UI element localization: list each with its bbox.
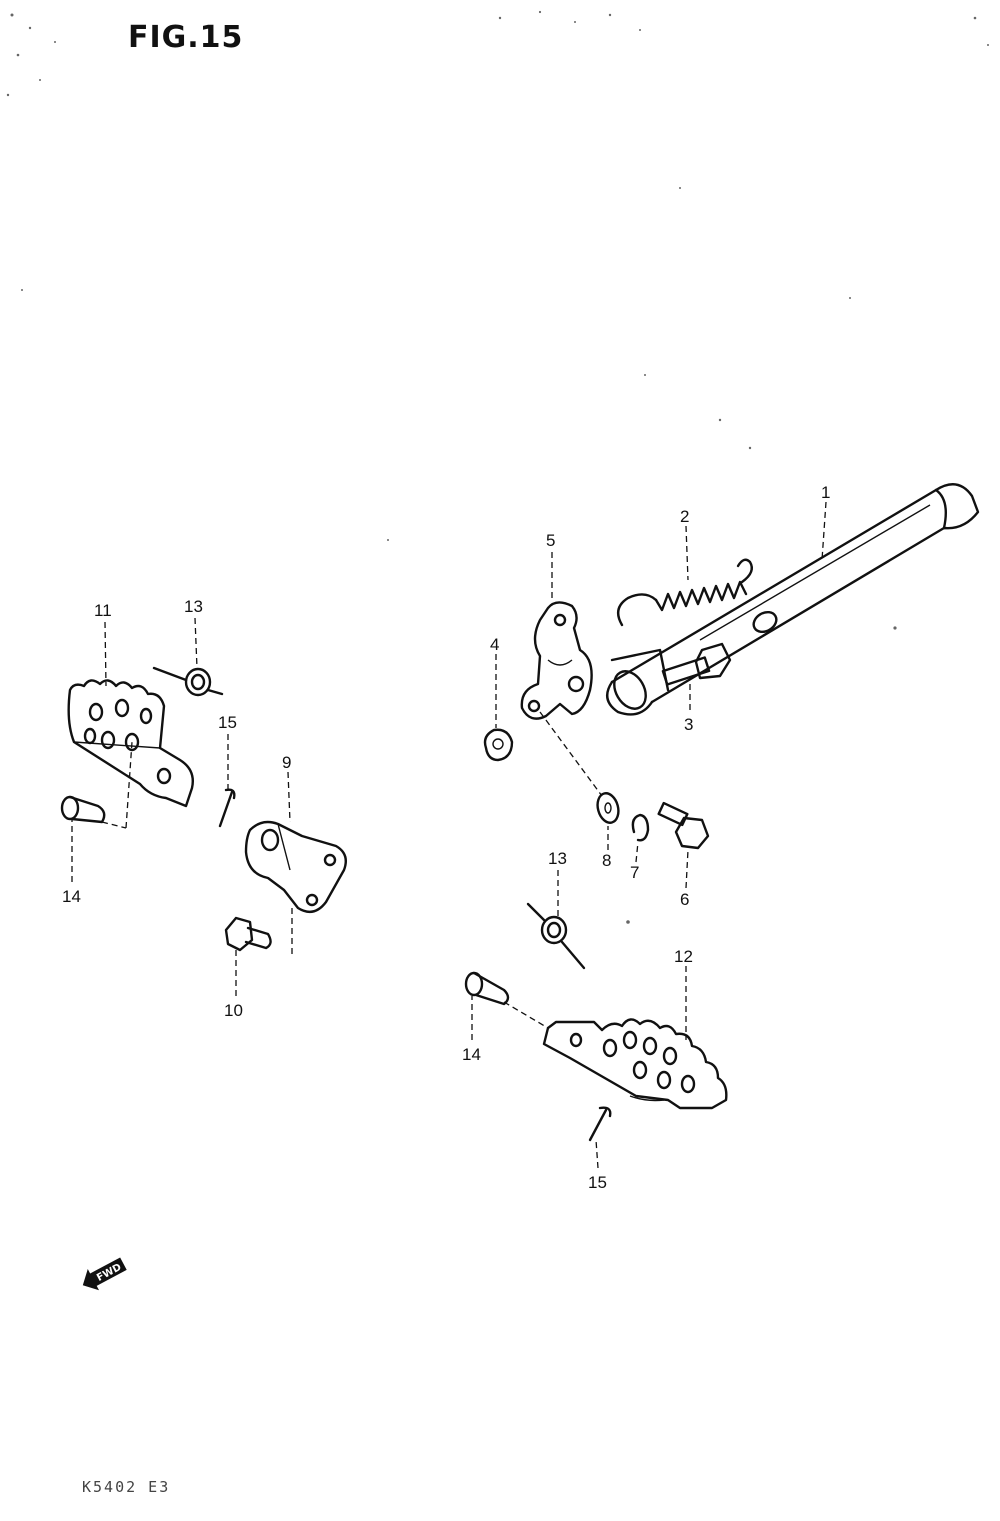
callout-5: 5 <box>546 531 555 550</box>
callout-2: 2 <box>680 507 689 526</box>
callout-11: 11 <box>94 601 112 620</box>
callout-15-left: 15 <box>218 713 237 732</box>
footer-code: K5402 E3 <box>82 1478 171 1496</box>
callout-7: 7 <box>630 863 639 882</box>
footrest-spring-right-part <box>526 902 586 970</box>
callout-3: 3 <box>684 715 693 734</box>
footrest-pin-right-part <box>464 971 510 1006</box>
footrest-spring-left-part <box>152 666 224 697</box>
callout-10: 10 <box>224 1001 243 1020</box>
footrest-left-part <box>67 679 194 808</box>
stand-bracket-part <box>520 601 593 720</box>
callout-6: 6 <box>680 890 689 909</box>
spring-part <box>616 558 753 627</box>
footrest-pin-left-part <box>60 795 106 824</box>
cotter-pin-right-part <box>588 1106 612 1142</box>
callout-12: 12 <box>674 947 693 966</box>
nut-part <box>483 728 514 762</box>
callout-14-right: 14 <box>462 1045 481 1064</box>
scan-noise <box>6 10 989 924</box>
callout-15-right: 15 <box>588 1173 607 1192</box>
callout-numbers: 1 2 3 4 5 6 7 8 9 10 11 12 13 13 14 14 1… <box>62 483 830 1192</box>
callout-4: 4 <box>490 635 499 654</box>
bolt-part <box>657 801 710 850</box>
callout-9: 9 <box>282 753 291 772</box>
washer-part <box>596 792 620 824</box>
pivot-bolt-part <box>661 642 732 686</box>
leader-lines <box>71 501 827 1169</box>
callout-13-upper: 13 <box>184 597 203 616</box>
footrest-bracket-part <box>244 820 347 914</box>
figure-title: FIG.15 <box>128 20 244 55</box>
forward-arrow-icon: FWD <box>82 1257 127 1291</box>
footrest-right-part <box>542 1018 728 1110</box>
callout-14-left: 14 <box>62 887 81 906</box>
cotter-pin-left-part <box>218 788 236 828</box>
lock-washer-part <box>631 813 650 842</box>
bracket-bolt-part <box>224 916 272 952</box>
callout-13-lower: 13 <box>548 849 567 868</box>
side-stand-part <box>606 483 980 716</box>
callout-1: 1 <box>821 483 830 502</box>
callout-8: 8 <box>602 851 611 870</box>
